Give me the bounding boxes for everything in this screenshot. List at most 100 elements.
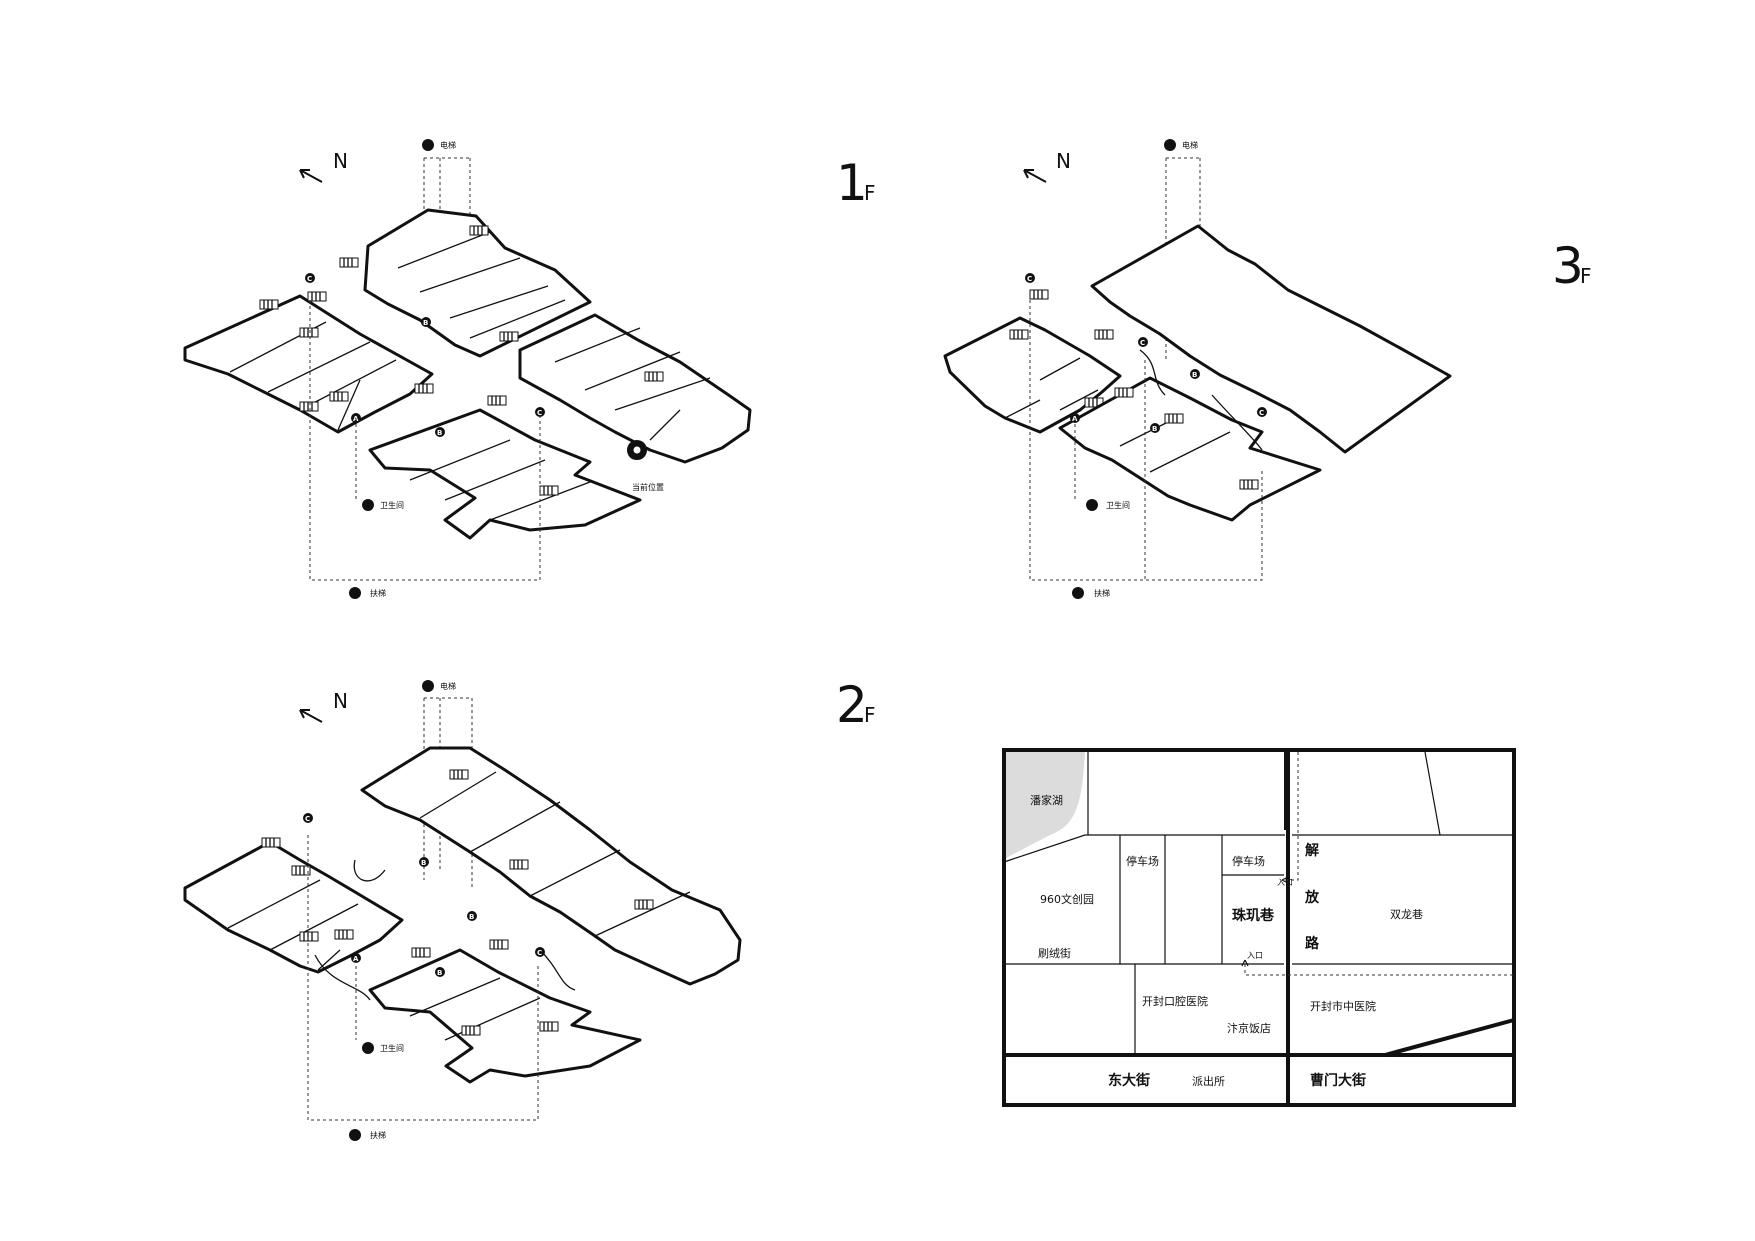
north-arrow: N	[1023, 149, 1071, 183]
building-block-south	[368, 408, 642, 540]
elevator-icon	[422, 680, 434, 692]
marker-c: C	[1025, 273, 1035, 283]
marker-b-2: B	[419, 857, 429, 867]
restaurant-label: 汴京饭店	[1227, 1021, 1271, 1035]
street-shuatong-label: 刷绒街	[1038, 946, 1071, 960]
entrance-label-1: 入口	[1277, 878, 1293, 887]
north-arrow: N	[299, 149, 348, 183]
police-label: 派出所	[1192, 1074, 1225, 1088]
marker-b-2: B	[421, 317, 431, 327]
road-jiefang-1: 解	[1305, 842, 1319, 859]
svg-text:B: B	[423, 319, 428, 327]
escalator-label: 扶梯	[1094, 588, 1110, 598]
svg-text:B: B	[1152, 425, 1157, 433]
svg-text:C: C	[1140, 339, 1145, 347]
toilet-icon	[362, 499, 374, 511]
floor-number: 1	[836, 154, 868, 212]
current-location-label: 当前位置	[632, 482, 664, 492]
park-label: 960文创园	[1040, 892, 1094, 906]
svg-text:B: B	[437, 429, 442, 437]
tcm-hospital-label: 开封市中医院	[1310, 999, 1376, 1013]
elevator-icon	[1164, 139, 1176, 151]
alley-zhuji-label: 珠玑巷	[1232, 907, 1275, 924]
toilet-legend: 卫生间	[1086, 499, 1130, 511]
elevator-label: 电梯	[1182, 140, 1198, 150]
marker-b-3: B	[467, 911, 477, 921]
parking-label-1: 停车场	[1126, 854, 1159, 868]
toilet-legend: 卫生间	[362, 1042, 404, 1054]
escalator-label: 扶梯	[370, 1130, 386, 1140]
escalator-legend: 扶梯	[349, 1129, 386, 1141]
marker-c-2: C	[535, 407, 545, 417]
building-block-south	[368, 948, 642, 1084]
street-dong-label: 东大街	[1108, 1072, 1150, 1089]
marker-b-2: B	[1190, 369, 1200, 379]
marker-c: C	[303, 813, 313, 823]
svg-text:B: B	[421, 859, 426, 867]
toilet-icon	[1086, 499, 1098, 511]
road-jiefang-3: 路	[1305, 935, 1320, 952]
toilet-label: 卫生间	[380, 500, 404, 510]
marker-c-2: C	[535, 947, 545, 957]
svg-text:B: B	[437, 969, 442, 977]
location-pin-icon	[627, 440, 647, 468]
parking-label-2: 停车场	[1232, 854, 1265, 868]
building-block-west	[183, 840, 404, 974]
svg-text:C: C	[305, 815, 310, 823]
marker-a: A	[351, 953, 361, 963]
current-location: 当前位置	[627, 440, 664, 492]
elevator-label: 电梯	[440, 681, 456, 691]
elevator-icon	[422, 139, 434, 151]
north-label: N	[1056, 149, 1071, 173]
svg-text:B: B	[469, 913, 474, 921]
escalator-icon	[349, 1129, 361, 1141]
escalator-legend: 扶梯	[1072, 587, 1110, 599]
escalator-legend: 扶梯	[349, 587, 386, 599]
svg-text:A: A	[353, 955, 359, 963]
building-block-north	[360, 746, 742, 986]
toilet-icon	[362, 1042, 374, 1054]
north-arrow: N	[299, 689, 348, 723]
elevator-label: 电梯	[440, 140, 456, 150]
floor-number: 2	[836, 676, 868, 734]
svg-text:C: C	[537, 949, 542, 957]
toilet-label: 卫生间	[380, 1043, 404, 1053]
marker-b: B	[1150, 423, 1160, 433]
lake-label: 潘家湖	[1030, 793, 1063, 807]
floor-suffix: F	[864, 703, 876, 727]
escalator-icon	[1072, 587, 1084, 599]
building-block-west	[183, 294, 434, 434]
area-map: 潘家湖 停车场 停车场 960文创园 刷绒街 珠玑巷 解 放 路 双龙巷 入口 …	[1002, 748, 1516, 1107]
svg-text:C: C	[1027, 275, 1032, 283]
road-jiefang-2: 放	[1304, 889, 1320, 906]
dental-hospital-label: 开封口腔医院	[1142, 994, 1208, 1008]
marker-c-2: C	[1138, 337, 1148, 347]
floor-2-plan: N 2 F 电梯 A B B B C C	[183, 676, 876, 1141]
svg-text:C: C	[1259, 409, 1264, 417]
marker-c-3: C	[1257, 407, 1267, 417]
floor-number: 3	[1552, 237, 1584, 295]
building-block-north	[363, 208, 592, 358]
floor-suffix: F	[1580, 264, 1592, 288]
marker-c: C	[305, 273, 315, 283]
escalator-label: 扶梯	[370, 588, 386, 598]
floor-3-plan: N 3 F 电梯 A B B C C C 卫生间	[943, 139, 1592, 599]
alley-shuanglong-label: 双龙巷	[1390, 908, 1423, 921]
svg-text:B: B	[1192, 371, 1197, 379]
svg-text:C: C	[537, 409, 542, 417]
floor-suffix: F	[864, 181, 876, 205]
marker-b: B	[435, 967, 445, 977]
floor-1-plan: N 1 F 电梯 A B	[183, 139, 876, 599]
map-frame	[1002, 748, 1516, 1107]
building-block-east	[518, 313, 752, 464]
building-block-east	[1090, 224, 1452, 454]
lake-area	[1006, 752, 1085, 858]
north-label: N	[333, 689, 348, 713]
toilet-legend: 卫生间	[362, 499, 404, 511]
marker-b: B	[435, 427, 445, 437]
entrance-label-2: 入口	[1247, 951, 1263, 960]
street-caomen-label: 曹门大街	[1310, 1072, 1366, 1089]
north-label: N	[333, 149, 348, 173]
toilet-label: 卫生间	[1106, 500, 1130, 510]
